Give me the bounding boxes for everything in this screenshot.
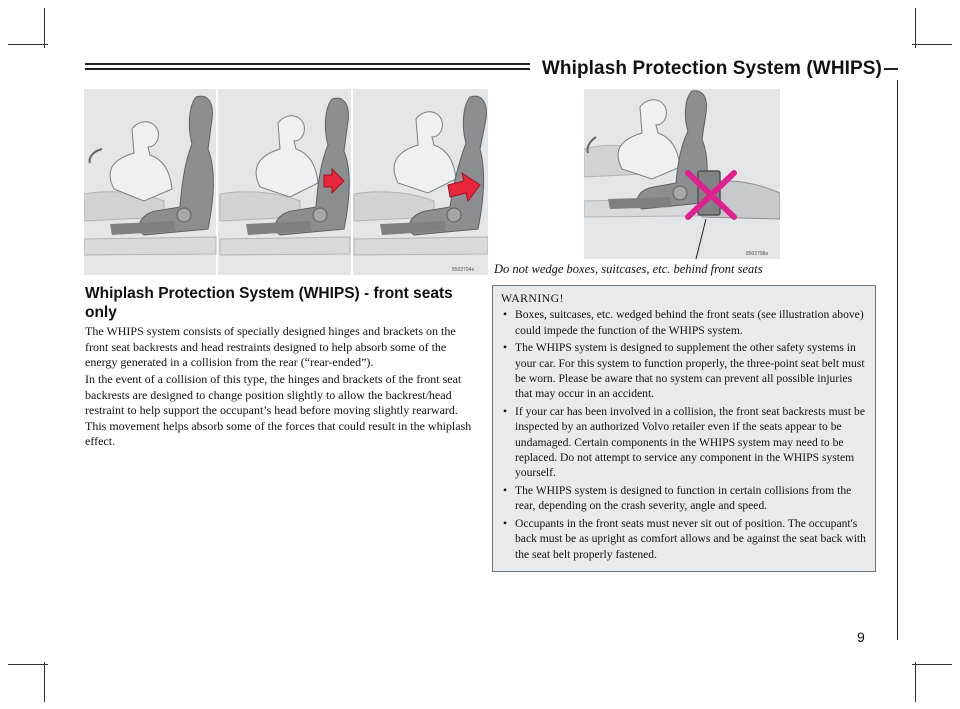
body-paragraph: The WHIPS system consists of specially d…	[85, 324, 456, 370]
warning-item-text: If your car has been involved in a colli…	[515, 405, 865, 480]
warning-item: • The WHIPS system is designed to functi…	[501, 483, 867, 514]
prohibited-cross-icon	[685, 170, 737, 220]
rearward-arrow-icon	[323, 167, 345, 195]
bullet-icon: •	[503, 484, 508, 498]
bullet-icon: •	[503, 341, 508, 355]
seat-sequence-figure: 8502794e	[84, 89, 488, 275]
rearward-arrow-icon	[447, 171, 481, 203]
margin-rule	[897, 80, 898, 640]
figure-code: 8502798e	[746, 251, 769, 257]
warning-item-text: Occupants in the front seats must never …	[515, 517, 866, 561]
crop-mark	[44, 8, 45, 48]
warning-item-text: The WHIPS system is designed to function…	[515, 484, 852, 513]
seat-box-illustration	[584, 89, 780, 259]
warning-item: • Boxes, suitcases, etc. wedged behind t…	[501, 307, 867, 338]
warning-item-text: The WHIPS system is designed to suppleme…	[515, 341, 865, 401]
seat-stage-1	[84, 95, 217, 256]
bullet-icon: •	[503, 308, 508, 322]
bullet-icon: •	[503, 405, 508, 419]
section-heading: Whiplash Protection System (WHIPS) - fro…	[85, 285, 453, 321]
warning-title: WARNING!	[501, 291, 564, 305]
header-rule	[884, 68, 898, 70]
crop-mark	[915, 8, 916, 48]
header-rule	[85, 63, 530, 65]
seat-stage-3	[353, 95, 488, 256]
warning-item: • If your car has been involved in a col…	[501, 404, 867, 480]
crop-mark	[8, 664, 48, 665]
figure-caption: Do not wedge boxes, suitcases, etc. behi…	[494, 262, 763, 276]
seat-sequence-illustration	[84, 89, 488, 275]
crop-mark	[8, 44, 48, 45]
bullet-icon: •	[503, 517, 508, 531]
page-number: 9	[857, 629, 865, 645]
crop-mark	[912, 44, 952, 45]
seat-box-figure: 8502798e	[584, 89, 780, 259]
warning-item: • Occupants in the front seats must neve…	[501, 516, 867, 562]
crop-mark	[44, 662, 45, 702]
warning-box: WARNING! • Boxes, suitcases, etc. wedged…	[492, 285, 876, 572]
header-rule	[85, 68, 530, 70]
crop-mark	[912, 664, 952, 665]
body-paragraph: In the event of a collision of this type…	[85, 372, 472, 449]
seat-stage-2	[219, 97, 351, 256]
crop-mark	[915, 662, 916, 702]
page-title: Whiplash Protection System (WHIPS)	[541, 58, 882, 79]
warning-item-text: Boxes, suitcases, etc. wedged behind the…	[515, 308, 864, 337]
figure-code: 8502794e	[452, 267, 475, 273]
warning-item: • The WHIPS system is designed to supple…	[501, 340, 867, 401]
